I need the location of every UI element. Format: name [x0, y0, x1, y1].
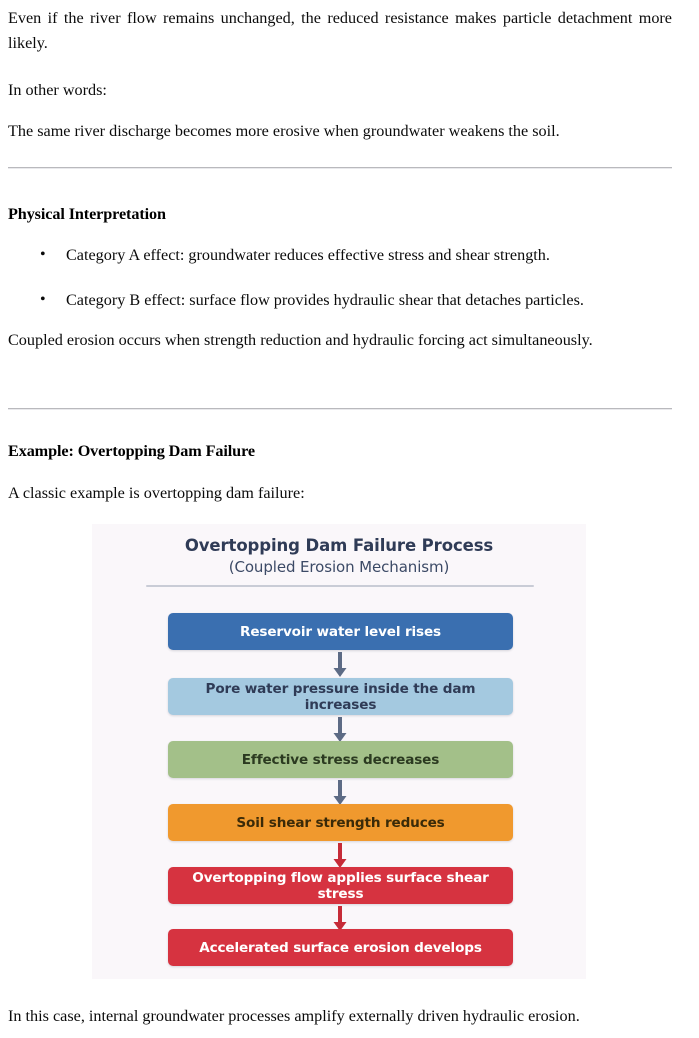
down-arrow-icon — [333, 652, 347, 678]
figure-title: Overtopping Dam Failure Process — [184, 536, 494, 555]
flow-step-reservoir-water-level-rises: Reservoir water level rises — [168, 613, 513, 650]
flow-step-pore-water-pressure-increases: Pore water pressure inside the dam incre… — [168, 678, 513, 715]
paragraph-same-discharge: The same river discharge becomes more er… — [8, 122, 560, 140]
paragraph-in-other-words: In other words: — [8, 81, 107, 99]
paragraph-river-flow: Even if the river flow remains unchanged… — [8, 9, 672, 52]
down-arrow-icon — [333, 906, 347, 932]
flow-step-overtopping-flow-shear-stress: Overtopping flow applies surface shear s… — [168, 867, 513, 904]
paragraph-classic-example: A classic example is overtopping dam fai… — [8, 484, 305, 502]
flow-step-soil-shear-strength-reduces: Soil shear strength reduces — [168, 804, 513, 841]
list-item-label: Category A effect: groundwater reduces e… — [66, 246, 550, 264]
paragraph-coupled-erosion: Coupled erosion occurs when strength red… — [8, 331, 593, 349]
paragraph-closing-note: In this case, internal groundwater proce… — [8, 1007, 580, 1025]
flow-step-effective-stress-decreases: Effective stress decreases — [168, 741, 513, 778]
down-arrow-icon — [333, 780, 347, 806]
section-divider-1 — [8, 167, 672, 169]
flowchart: Reservoir water level rises Pore water p… — [92, 524, 586, 979]
bullet-marker-icon: • — [40, 246, 46, 263]
heading-example-overtopping-dam-failure: Example: Overtopping Dam Failure — [8, 442, 255, 460]
bullet-marker-icon: • — [40, 291, 46, 308]
down-arrow-icon — [333, 717, 347, 743]
down-arrow-icon — [333, 843, 347, 869]
flow-step-accelerated-surface-erosion: Accelerated surface erosion develops — [168, 929, 513, 966]
list-item: • Category A effect: groundwater reduces… — [40, 245, 672, 265]
figure-overtopping-dam-failure: Overtopping Dam Failure Process (Coupled… — [92, 524, 586, 979]
figure-header-divider — [146, 585, 534, 587]
section-divider-2 — [8, 408, 672, 410]
list-item-label: Category B effect: surface flow provides… — [66, 291, 584, 309]
list-item: • Category B effect: surface flow provid… — [40, 290, 672, 310]
heading-physical-interpretation: Physical Interpretation — [8, 205, 166, 223]
figure-subtitle: (Coupled Erosion Mechanism) — [228, 558, 450, 576]
